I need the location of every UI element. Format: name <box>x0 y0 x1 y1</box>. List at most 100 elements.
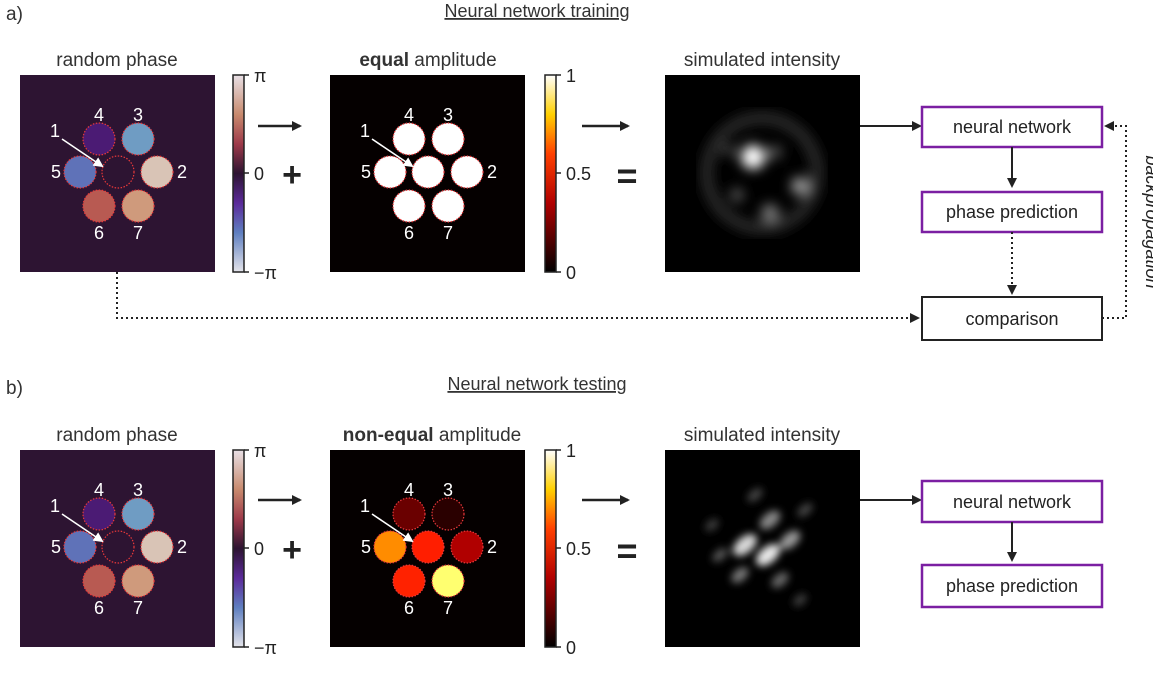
core-label-4: 4 <box>94 105 104 125</box>
core-label-7: 7 <box>133 598 143 618</box>
core-label-1: 1 <box>50 496 60 516</box>
panel-a-title: Neural network training <box>444 1 629 21</box>
neural-network-label: neural network <box>953 117 1072 137</box>
core-1-pointer-arrow <box>61 513 104 543</box>
core-label-7: 7 <box>443 598 453 618</box>
core-label-7: 7 <box>133 223 143 243</box>
core-label-2: 2 <box>487 162 497 182</box>
core-label-2: 2 <box>177 162 187 182</box>
core-label-6: 6 <box>404 223 414 243</box>
core-1-pointer-arrow <box>61 138 104 168</box>
core-label-4: 4 <box>404 105 414 125</box>
core-label-3: 3 <box>443 480 453 500</box>
neural-network-label: neural network <box>953 492 1072 512</box>
phase-label: random phase <box>56 50 177 71</box>
equals-sign: = <box>616 155 637 196</box>
random-phase-image: 1 2 3 4 5 6 7 <box>20 450 215 647</box>
neural-network-box: neural network <box>920 479 1104 524</box>
comparison-label: comparison <box>965 309 1058 329</box>
fiber-core-1 <box>101 530 135 564</box>
core-label-6: 6 <box>94 223 104 243</box>
colorbar-tick-mid: 0.5 <box>566 539 591 559</box>
fiber-core-1 <box>411 155 445 189</box>
fiber-core-5 <box>373 530 407 564</box>
phase-colorbar: π 0 −π <box>232 441 277 658</box>
panel-a-letter: a) <box>6 4 23 25</box>
amplitude-colorbar: 1 0.5 0 <box>544 66 591 283</box>
colorbar-tick-mid: 0.5 <box>566 164 591 184</box>
panel-b: b) Neural network testing random phase 1… <box>6 374 1104 658</box>
core-1-pointer-arrow <box>371 138 414 168</box>
core-label-2: 2 <box>487 537 497 557</box>
core-label-4: 4 <box>94 480 104 500</box>
fiber-core-6 <box>82 189 116 223</box>
backpropagation-dotted-arrow <box>1102 121 1127 319</box>
core-label-3: 3 <box>133 105 143 125</box>
colorbar-gradient <box>232 449 245 648</box>
amplitude-colorbar: 1 0.5 0 <box>544 441 591 658</box>
colorbar-gradient <box>544 449 557 648</box>
phase-prediction-label: phase prediction <box>946 202 1078 222</box>
phase-colorbar: π 0 −π <box>232 66 277 283</box>
core-label-6: 6 <box>94 598 104 618</box>
core-label-2: 2 <box>177 537 187 557</box>
intensity-label: simulated intensity <box>684 425 841 446</box>
comparison-box: comparison <box>921 296 1103 341</box>
core-label-4: 4 <box>404 480 414 500</box>
fiber-core-3 <box>121 497 155 531</box>
core-1-pointer-arrow <box>371 513 414 543</box>
colorbar-tick-bottom: −π <box>254 638 277 658</box>
simulated-intensity-image <box>665 450 860 647</box>
fiber-core-2 <box>450 530 484 564</box>
fiber-core-6 <box>392 189 426 223</box>
fiber-core-3 <box>431 122 465 156</box>
colorbar-gradient <box>232 74 245 273</box>
fiber-core-6 <box>392 564 426 598</box>
core-label-1: 1 <box>360 121 370 141</box>
fiber-core-1 <box>101 155 135 189</box>
fiber-core-4 <box>82 497 116 531</box>
core-label-5: 5 <box>361 162 371 182</box>
backpropagation-label: backpropagation <box>1142 155 1153 288</box>
neural-network-box: neural network <box>920 105 1104 149</box>
equals-sign: = <box>616 530 637 571</box>
simulated-intensity-image <box>665 75 860 272</box>
phase-prediction-box: phase prediction <box>920 563 1104 609</box>
core-label-1: 1 <box>50 121 60 141</box>
plus-sign: + <box>282 156 302 194</box>
amplitude-label: non-equal amplitude <box>343 425 521 446</box>
colorbar-tick-bottom: −π <box>254 263 277 283</box>
plus-sign: + <box>282 531 302 569</box>
fiber-core-7 <box>121 564 155 598</box>
core-label-3: 3 <box>443 105 453 125</box>
colorbar-tick-top: π <box>254 441 266 461</box>
fiber-core-7 <box>121 189 155 223</box>
core-label-5: 5 <box>361 537 371 557</box>
colorbar-tick-bottom: 0 <box>566 638 576 658</box>
panel-a: a) Neural network training random phase … <box>6 1 1153 341</box>
phase-prediction-label: phase prediction <box>946 576 1078 596</box>
colorbar-tick-top: 1 <box>566 66 576 86</box>
colorbar-gradient <box>544 74 557 273</box>
core-label-3: 3 <box>133 480 143 500</box>
core-label-5: 5 <box>51 537 61 557</box>
fiber-core-7 <box>431 189 465 223</box>
ground-truth-dotted-arrow <box>116 272 920 323</box>
panel-b-title: Neural network testing <box>447 374 626 394</box>
amplitude-label: equal amplitude <box>359 50 496 71</box>
fiber-core-5 <box>63 530 97 564</box>
phase-prediction-box: phase prediction <box>920 190 1104 234</box>
fiber-core-2 <box>450 155 484 189</box>
fiber-core-4 <box>82 122 116 156</box>
fiber-core-5 <box>63 155 97 189</box>
fiber-core-2 <box>140 530 174 564</box>
fiber-core-3 <box>121 122 155 156</box>
fiber-core-3 <box>431 497 465 531</box>
intensity-label: simulated intensity <box>684 50 841 71</box>
core-label-1: 1 <box>360 496 370 516</box>
colorbar-tick-top: π <box>254 66 266 86</box>
fiber-core-2 <box>140 155 174 189</box>
